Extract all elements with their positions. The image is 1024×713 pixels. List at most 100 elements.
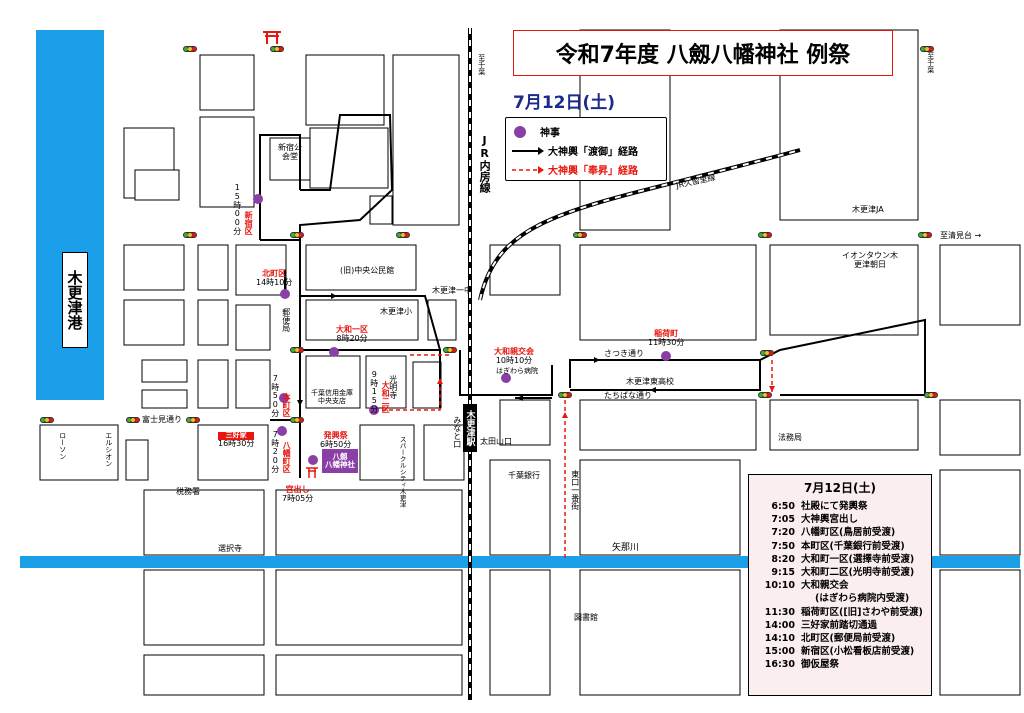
jr-line-label: JR内房線 (478, 134, 492, 193)
stop-yamato1: 大和一区 8時20分 (336, 325, 368, 344)
higashi-high-school: 木更津東高校 (626, 377, 674, 386)
stop-inari: 稲荷町 11時30分 (648, 329, 685, 348)
schedule-time: 8:20 (771, 553, 795, 565)
north-label-right: 至千葉 (926, 52, 935, 73)
schedule-row: 9:15 大和町二区(光明寺前受渡) (749, 566, 931, 579)
sparkle-city: スパークルシティ木更津 (398, 436, 407, 508)
shinji-marker (501, 373, 511, 383)
shinji-marker (253, 194, 263, 204)
shrine-name-line2: 八幡神社 (325, 460, 355, 469)
black-arrow-icon (512, 146, 544, 155)
schedule-text: 新宿区(小松看板店前受渡) (801, 646, 915, 658)
schedule-text: 大和町一区(選擇寺前受渡) (801, 553, 915, 565)
schedule-time: 11:30 (764, 606, 795, 618)
schedule-time: 6:50 (771, 501, 795, 512)
schedule-text: 八幡町区(鳥居前受渡) (801, 527, 896, 539)
stop-miyoshi-time: 16時30分 (218, 438, 255, 448)
satsuki-street: さつき通り (604, 349, 644, 358)
tachibana-street: たちばな通り (604, 391, 652, 400)
schedule-text: 稲荷町区([旧]さわや前受渡) (801, 606, 923, 618)
hagiwara-hospital: はぎわら病院 (496, 367, 538, 375)
stop-hakko: 発興祭 6時50分 (320, 431, 352, 450)
schedule-row: 8:20 大和町一区(選擇寺前受渡) (749, 553, 931, 566)
shinji-markers (253, 194, 671, 465)
schedule-title: 7月12日(土) (803, 481, 877, 495)
stop-shinjuku-name: 新宿区 (244, 211, 254, 235)
schedule-time: 10:10 (764, 580, 795, 592)
schedule-row: 7:50 本町区(千葉銀行前受渡) (749, 540, 931, 553)
post-office: 郵便局 (281, 308, 291, 332)
stop-honcho-name: 本町区 (282, 393, 292, 417)
hachiman-shrine: 八劔 八幡神社 (322, 449, 358, 473)
shinji-marker (369, 405, 379, 415)
north-label-left: 至千葉 (477, 54, 486, 75)
schedule-text: 大和町二区(光明寺前受渡) (801, 567, 915, 579)
stop-hachiman-name: 八幡町区 (282, 441, 292, 473)
schedule-text: 大神輿宮出し (801, 514, 859, 526)
festival-date: 7月12日(土) (513, 93, 616, 113)
shinji-marker (661, 351, 671, 361)
schedule-text: 本町区(千葉銀行前受渡) (801, 540, 905, 552)
legend-togyo: 大神輿「渡御」経路 (512, 143, 638, 158)
shinji-icon (514, 125, 526, 138)
chiba-shinkin: 千葉信用金庫中央支店 (311, 389, 353, 405)
schedule-time: 15:00 (764, 646, 795, 658)
justice-bureau: 法務局 (778, 433, 802, 442)
stop-yamato-shinko: 大和親交会 10時10分 (494, 347, 534, 366)
legend: 神事 大神輿「渡御」経路 大神輿「奉昇」経路 (505, 117, 667, 181)
shinjuku-hall: 新宿公会堂 (278, 143, 302, 161)
stop-miyadashi: 宮出し 7時05分 (282, 485, 314, 504)
schedule-time: 9:15 (771, 567, 795, 579)
east-direction-label: 至清見台 → (940, 231, 982, 240)
komyoji: 光明寺 (388, 375, 398, 399)
stop-yamato-shinko-time: 10時10分 (495, 355, 533, 365)
stop-miyadashi-name: 宮出し (285, 485, 310, 494)
schedule-text: 社殿にて発輿祭 (801, 501, 868, 512)
fujimi-street: 富士見通り (142, 415, 182, 424)
schedule-row: 7:05 大神輿宮出し (749, 513, 931, 526)
stop-hakko-time: 6時50分 (320, 439, 352, 449)
route-arrows-red (437, 378, 775, 418)
legend-shinji: 神事 (512, 124, 560, 139)
schedule-text: 北町区(郵便局前受渡) (801, 633, 896, 645)
stop-honcho: 7時50分 本町区 (270, 374, 292, 420)
stop-kitamachi: 北町区 14時10分 (256, 269, 293, 288)
chiba-bank: 千葉銀行 (508, 471, 540, 480)
shinji-marker (308, 455, 318, 465)
stop-inari-time: 11時30分 (648, 337, 685, 347)
station-east-exit: 太田山口 (480, 437, 512, 446)
stop-hakko-name: 発興祭 (323, 431, 348, 440)
kisarazu-station: 木更津駅 (463, 404, 477, 452)
stop-miyoshi-name: 三好家 (218, 431, 255, 440)
stop-yamato1-name: 大和一区 (336, 325, 368, 334)
shinji-marker (329, 347, 339, 357)
elsion: エルシオン (104, 432, 113, 467)
shrine-name-line1: 八劔 (332, 451, 348, 461)
schedule-row: 15:00 新宿区(小松看板店前受渡) (749, 645, 931, 658)
stop-kitamachi-time: 14時10分 (256, 277, 293, 287)
torii-icon (263, 31, 281, 44)
schedule-row: (はぎわら病院内受渡) (749, 592, 931, 605)
schedule-row: 11:30 稲荷町区([旧]さわや前受渡) (749, 606, 931, 619)
stop-hachiman-time: 7時20分 (270, 430, 280, 473)
station-west-exit: みなと口 (452, 416, 462, 448)
legend-hoshou-label: 大神輿「奉昇」経路 (548, 166, 638, 177)
kisarazu-elementary: 木更津小 (380, 307, 412, 316)
page-title: 令和7年度 八劔八幡神社 例祭 (513, 30, 893, 76)
library: 図書館 (574, 613, 598, 622)
stop-yamato2-time: 9時15分 (369, 370, 379, 413)
stop-yamato2: 9時15分 大和二区 (369, 370, 390, 416)
torii-icon (306, 467, 318, 478)
schedule-time: 7:05 (771, 514, 795, 526)
stop-miyadashi-time: 7時05分 (282, 493, 314, 503)
shinji-marker (280, 289, 290, 299)
old-community-hall: (旧)中央公民館 (340, 266, 395, 275)
stop-shinjuku-time: 15時00分 (232, 183, 242, 235)
schedule-time: 7:50 (771, 540, 795, 552)
